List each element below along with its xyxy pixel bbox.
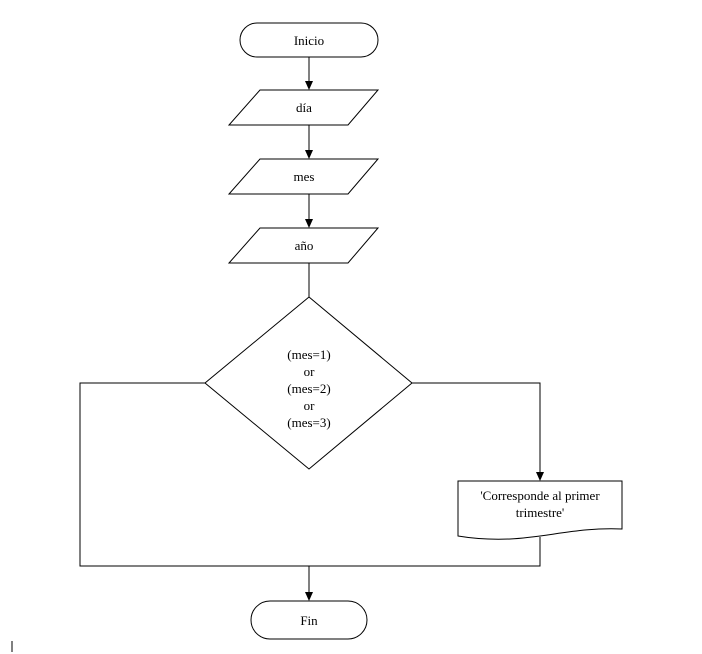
arrowhead [305,81,313,90]
arrow-dia-to-mes [305,125,313,159]
branch-left-line [79,382,309,567]
arrowhead [536,472,544,481]
decision-line-1: (mes=1) [287,347,330,362]
decision-line-4: or [304,398,316,413]
input-anio: año [227,227,380,264]
input-anio-shape [227,227,380,264]
output-line-2: trimestre' [516,505,565,520]
arrowhead [305,219,313,228]
decision-diamond [204,296,413,470]
branch-right [412,382,544,481]
input-anio-label: año [295,238,314,253]
output-to-merge-line [309,537,541,567]
end-terminal-shape [250,600,368,640]
input-dia-shape [227,89,380,126]
arrowhead [305,150,313,159]
input-dia: día [227,89,380,126]
arrow-start-to-dia [305,57,313,90]
arrow-merge-to-end [305,566,313,601]
decision-line-5: (mes=3) [287,415,330,430]
input-dia-label: día [296,100,312,115]
decision-line-3: (mes=2) [287,381,330,396]
decision-line-2: or [304,364,316,379]
output-line-1: 'Corresponde al primer [480,488,600,503]
arrow-mes-to-anio [305,194,313,228]
output-document: 'Corresponde al primer trimestre' [457,480,623,540]
output-document-shape [457,480,623,540]
input-mes-label: mes [294,169,315,184]
end-label: Fin [300,613,318,628]
input-mes: mes [227,158,380,195]
decision: (mes=1) or (mes=2) or (mes=3) [204,296,413,470]
end-terminal: Fin [250,600,368,640]
arrowhead [305,592,313,601]
start-label: Inicio [294,33,324,48]
branch-right-line [412,382,541,474]
start-terminal: Inicio [239,22,379,58]
input-mes-shape [227,158,380,195]
